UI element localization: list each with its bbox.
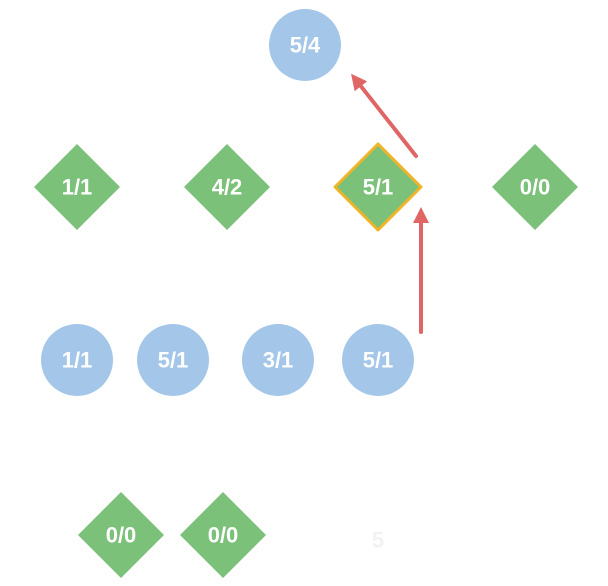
diamond-node-shape [34,144,120,230]
node-label: 1/1 [62,175,93,200]
diamond-node-shape [180,492,266,578]
node-label: 0/0 [208,523,239,548]
node-label: 5/1 [363,175,394,200]
circle-node-shape [269,9,341,81]
diamond-node-shape [492,144,578,230]
node-label: 5/1 [158,348,189,373]
top-circle-node: 5/4 [269,9,341,81]
node-label: 3/1 [263,348,294,373]
node-label: 5/1 [363,348,394,373]
diamond-node-shape [184,144,270,230]
row3-diamond-1-node: 0/0 [78,492,164,578]
row2-circle-1-node: 1/1 [41,324,113,396]
node-label: 0/0 [520,175,551,200]
node-label: 5/4 [290,33,321,58]
nodes-layer: 5/4 1/1 4/2 5/1 0/0 1/1 5/1 3/1 5/1 0/0 0/0 [34,9,578,578]
row2-circle-3-node: 3/1 [242,324,314,396]
circle-node-shape [242,324,314,396]
faint-label: 5 [372,528,384,553]
node-label: 1/1 [62,348,93,373]
diamond-node-shape [78,492,164,578]
circle-node-shape [342,324,414,396]
row2-circle-2-node: 5/1 [137,324,209,396]
row3-diamond-2-node: 0/0 [180,492,266,578]
row1-diamond-2-node: 4/2 [184,144,270,230]
row2-circle-4-node: 5/1 [342,324,414,396]
row1-diamond-1-node: 1/1 [34,144,120,230]
node-label: 0/0 [106,523,137,548]
node-label: 4/2 [212,175,243,200]
row1-diamond-3-node: 5/1 [333,142,423,232]
edge-arrow-row1-diamond-3-to-top-circle [351,73,418,158]
diamond-node-shape [333,142,423,232]
edges-layer [351,73,429,334]
circle-node-shape [137,324,209,396]
circle-node-shape [41,324,113,396]
row1-diamond-4-node: 0/0 [492,144,578,230]
